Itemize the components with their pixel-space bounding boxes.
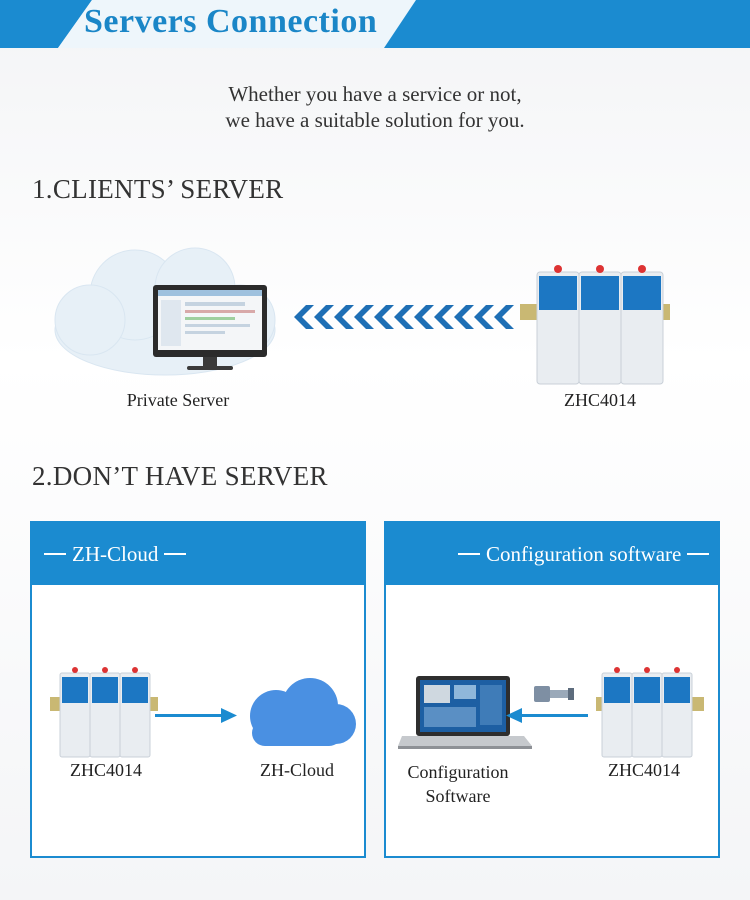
intro-line-1: Whether you have a service or not,: [228, 82, 522, 106]
zh-cloud-device-label: ZHC4014: [70, 760, 142, 780]
config-device-label: ZHC4014: [608, 760, 680, 780]
panel-config-header: Configuration software: [386, 523, 718, 585]
page-title: Servers Connection: [84, 3, 378, 40]
private-server-illustration: [54, 247, 276, 376]
zh-cloud-label: ZH-Cloud: [260, 760, 334, 780]
configuration-label-line-1: Configuration: [407, 762, 509, 782]
zhc4014-device-icon: [520, 265, 670, 385]
panel-zh-cloud-heading: ZH-Cloud: [72, 542, 159, 566]
monitor-icon: [153, 285, 267, 370]
zhc4014-device-icon: [596, 667, 704, 758]
arrow-left-icon: [506, 708, 588, 723]
serial-cable-icon: [534, 686, 574, 702]
intro-line-2: we have a suitable solution for you.: [225, 108, 525, 132]
panel-zh-cloud-header: ZH-Cloud: [32, 523, 364, 585]
cloud-icon: [250, 678, 356, 746]
header-banner: [0, 0, 750, 48]
section-1-title: 1.CLIENTS’ SERVER: [32, 174, 284, 204]
private-server-label: Private Server: [126, 390, 230, 410]
device-label-top: ZHC4014: [564, 390, 636, 410]
data-flow-arrows: [294, 305, 514, 329]
laptop-icon: [398, 676, 532, 749]
zhc4014-device-icon: [50, 667, 158, 758]
panel-config-heading: Configuration software: [486, 542, 682, 566]
configuration-label-line-2: Software: [425, 786, 491, 806]
section-2-title: 2.DON’T HAVE SERVER: [32, 461, 328, 491]
arrow-right-icon: [155, 708, 237, 723]
